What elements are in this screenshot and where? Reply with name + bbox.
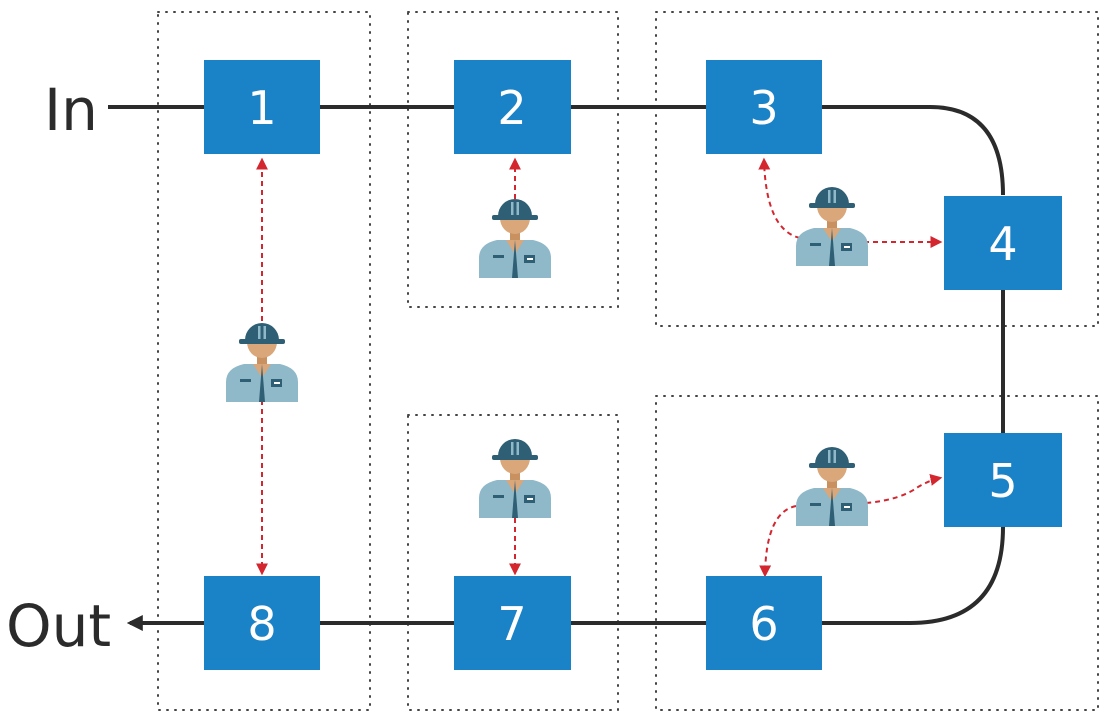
station-1-label: 1 <box>247 81 276 135</box>
zone-worker-2 <box>407 11 619 308</box>
zone-worker-3 <box>655 11 1099 327</box>
station-6: 6 <box>706 576 822 670</box>
station-5-label: 5 <box>988 454 1017 508</box>
station-1: 1 <box>204 60 320 154</box>
zone-worker-5 <box>407 414 619 711</box>
zone-worker-4 <box>655 395 1099 711</box>
station-3-label: 3 <box>749 81 778 135</box>
worker-icon <box>226 323 298 402</box>
zone-worker-1 <box>157 11 371 711</box>
station-6-label: 6 <box>749 597 778 651</box>
station-5: 5 <box>944 433 1062 527</box>
station-8-label: 8 <box>247 597 276 651</box>
assign-w4-to-6 <box>759 505 797 578</box>
flow-5-to-6 <box>822 526 1005 625</box>
output-label: Out <box>6 592 111 660</box>
worker-icon <box>479 199 551 278</box>
station-7-label: 7 <box>497 597 526 651</box>
flow-3-to-4 <box>822 105 1005 196</box>
station-3: 3 <box>706 60 822 154</box>
station-2-label: 2 <box>497 81 526 135</box>
station-4-label: 4 <box>988 217 1017 271</box>
input-label: In <box>44 76 98 144</box>
assign-w3-to-3 <box>758 157 801 239</box>
worker-icon <box>796 187 868 266</box>
station-8: 8 <box>204 576 320 670</box>
worker-icon <box>479 439 551 518</box>
station-7: 7 <box>454 576 571 670</box>
worker-icon <box>796 447 868 526</box>
station-2: 2 <box>454 60 571 154</box>
assign-w4-to-5 <box>865 474 943 504</box>
station-4: 4 <box>944 196 1062 290</box>
